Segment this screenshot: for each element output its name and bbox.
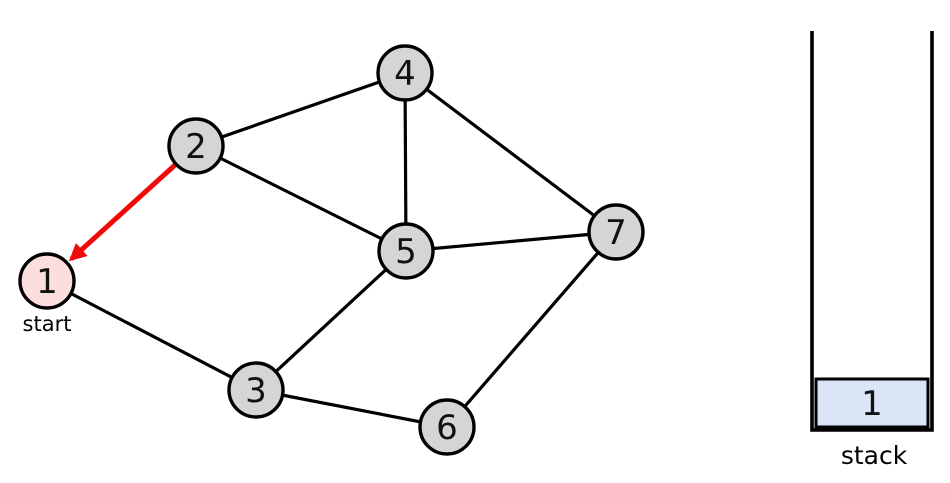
edge-2-4: [195, 71, 406, 148]
edge-2-5: [195, 144, 407, 253]
stack-item-1: 1: [814, 377, 930, 429]
graph-node-4: 4: [376, 44, 434, 102]
graph-node-7: 7: [587, 203, 645, 261]
graph-node-6: 6: [418, 398, 476, 456]
edge-3-5: [254, 249, 408, 392]
edge-3-6: [255, 388, 448, 429]
stack-items-layer: 1: [814, 377, 930, 429]
nodes-layer: 1 2 3 4 5 6 7: [18, 44, 645, 456]
stack-item-box: [814, 377, 930, 429]
edges-layer: [46, 71, 618, 429]
node-circle-1: [18, 252, 76, 310]
node-circle-7: [587, 203, 645, 261]
node-label-5: 5: [395, 232, 417, 272]
graph-node-1: 1: [18, 252, 76, 310]
edge-4-5: [403, 72, 408, 252]
graph-node-2: 2: [167, 117, 225, 175]
stack-widget: 1: [810, 31, 934, 432]
node-label-7: 7: [605, 213, 627, 253]
edge-1-3: [46, 279, 257, 392]
node-label-3: 3: [245, 371, 267, 411]
node-label-6: 6: [436, 408, 458, 448]
node-circle-5: [377, 222, 435, 280]
node-label-1: 1: [36, 262, 58, 302]
node-label-2: 2: [185, 127, 207, 167]
edge-5-7: [405, 230, 617, 253]
edge-4-7: [404, 71, 617, 234]
node-circle-3: [227, 361, 285, 419]
node-circle-4: [376, 44, 434, 102]
stack-container: [810, 31, 934, 432]
node-label-4: 4: [394, 54, 416, 94]
stack-item-value: 1: [861, 384, 883, 424]
graph-node-3: 3: [227, 361, 285, 419]
node-circle-6: [418, 398, 476, 456]
stack-label: stack: [841, 441, 908, 470]
edge-6-7: [445, 230, 618, 429]
start-label: start: [23, 312, 72, 336]
graph-node-5: 5: [377, 222, 435, 280]
node-circle-2: [167, 117, 225, 175]
